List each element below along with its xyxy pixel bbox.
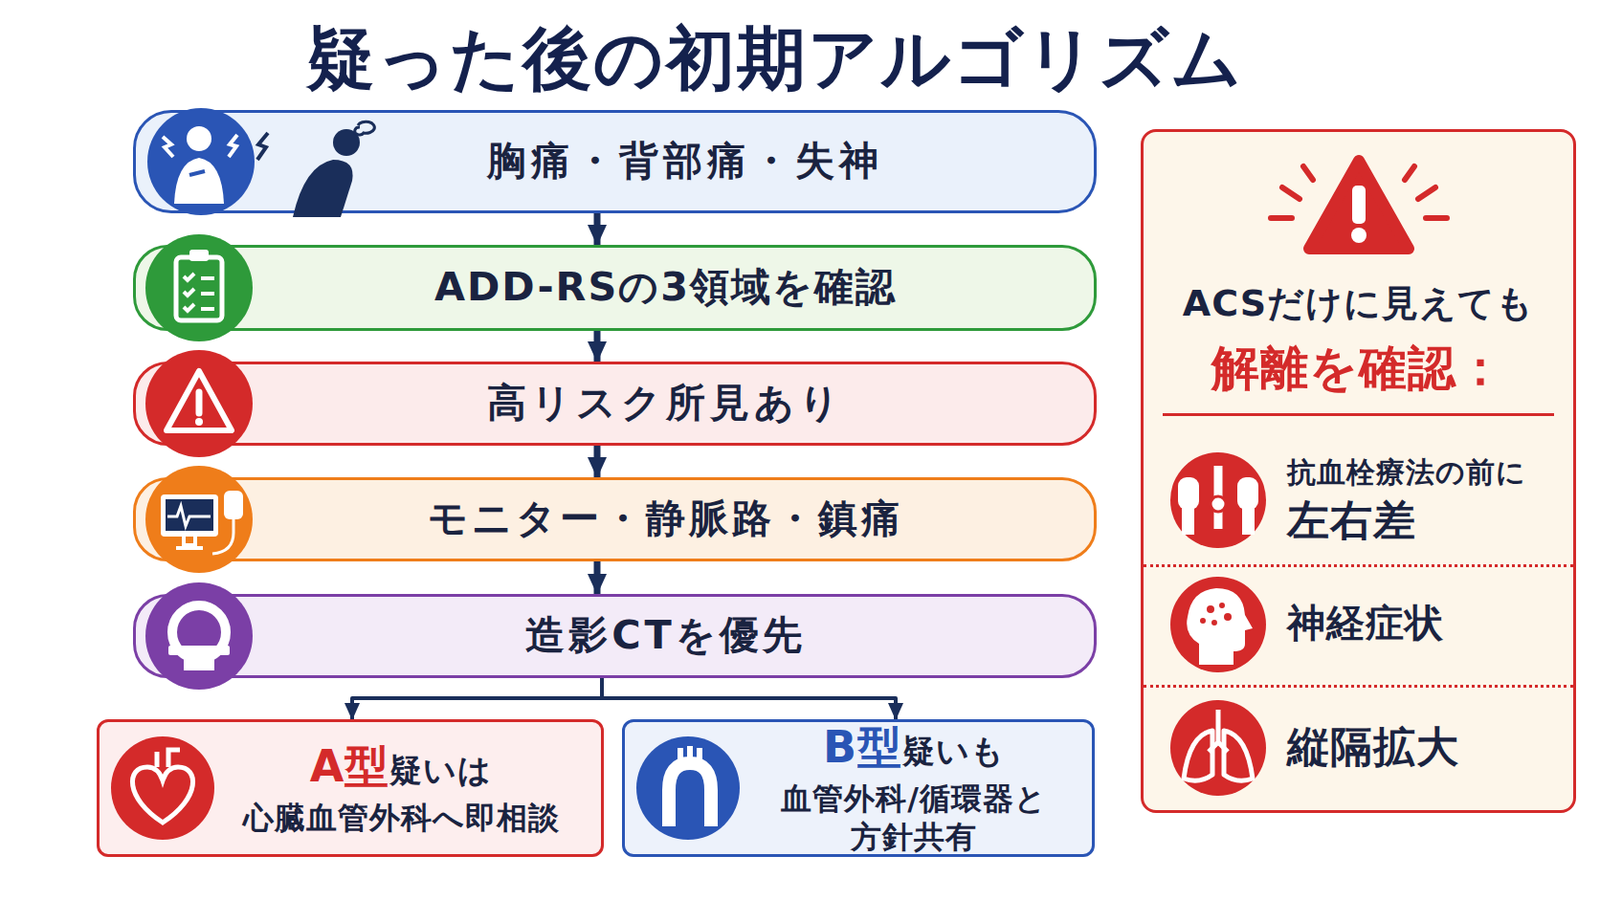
flow-arrow — [594, 445, 601, 478]
symptom-box: 胸痛・背部痛・失神 — [133, 110, 1097, 214]
check-item: 神経症状 — [1143, 564, 1574, 680]
text-row: 胸痛・背部痛・失神 — [487, 136, 884, 187]
node-label: 胸痛・背部痛・失神 — [487, 136, 884, 187]
icon — [141, 230, 257, 346]
flow-arrow — [352, 678, 602, 720]
flow-arrow — [594, 331, 601, 362]
text-row: B型疑いも — [822, 720, 1005, 777]
icon — [1160, 443, 1276, 558]
text-row: モニター・静脈路・鎮痛 — [427, 494, 905, 545]
node-label: 造影CTを優先 — [525, 611, 806, 662]
text-row: 解離を確認： — [1211, 338, 1506, 400]
text-row: 抗血栓療法の前に — [1287, 454, 1527, 491]
flow-arrow — [601, 678, 896, 720]
node-label: 血管外科/循環器と 方針共有 — [758, 779, 1069, 857]
type-b-box: B型疑いも血管外科/循環器と 方針共有 — [622, 719, 1095, 858]
node-label: 疑いも — [902, 731, 1005, 773]
icon — [105, 731, 221, 846]
icon — [141, 104, 420, 220]
text-row: 血管外科/循環器と 方針共有 — [758, 779, 1069, 857]
text-row: 造影CTを優先 — [525, 611, 806, 662]
alert-symbol — [1244, 149, 1474, 265]
text-row: 心臓血管外科へ即相談 — [243, 799, 560, 838]
node-label: モニター・静脈路・鎮痛 — [427, 494, 905, 545]
flow-arrow — [594, 561, 601, 595]
node-label: 高リスク所見あり — [487, 378, 845, 429]
text-row: A型疑いは — [310, 739, 493, 796]
flow-arrow — [594, 213, 601, 245]
node-label: 縦隔拡大 — [1287, 720, 1460, 774]
node-label: 解離を確認： — [1211, 338, 1506, 400]
icon — [1160, 690, 1276, 806]
text-row: 高リスク所見あり — [487, 378, 845, 429]
icon — [141, 462, 257, 578]
risk-box: 高リスク所見あり — [133, 361, 1097, 446]
node-label: 左右差 — [1287, 493, 1417, 547]
icon — [1160, 567, 1276, 683]
node-label: ACSだけに見えても — [1182, 281, 1534, 328]
node-label: 神経症状 — [1287, 600, 1445, 647]
action-box: モニター・静脈路・鎮痛 — [133, 477, 1097, 562]
check-box: ADD-RSの3領域を確認 — [133, 244, 1097, 332]
separator-line — [1162, 413, 1555, 417]
icon — [141, 346, 257, 462]
check-item: 縦隔拡大 — [1143, 685, 1574, 806]
imaging-box: 造影CTを優先 — [133, 594, 1097, 679]
text-row: ACSだけに見えても — [1182, 281, 1534, 328]
node-label: 疑いは — [389, 750, 492, 792]
icon — [630, 731, 746, 846]
text-row: ADD-RSの3領域を確認 — [434, 263, 897, 313]
title: 疑った後の初期アルゴリズム — [0, 13, 1551, 106]
node-label: A型 — [310, 739, 391, 796]
node-label: B型 — [822, 720, 903, 777]
text-row: 神経症状 — [1287, 600, 1445, 647]
text-row: 左右差 — [1287, 493, 1417, 547]
icon — [141, 578, 257, 694]
node-label: 抗血栓療法の前に — [1287, 454, 1527, 491]
type-a-box: A型疑いは心臓血管外科へ即相談 — [96, 719, 604, 858]
node-label: 心臓血管外科へ即相談 — [243, 799, 560, 838]
warning-panel: ACSだけに見えても解離を確認： 抗血栓療法の前に左右差神経症状縦隔拡大 — [1140, 129, 1577, 814]
node-label: ADD-RSの3領域を確認 — [434, 263, 897, 313]
check-item: 抗血栓療法の前に左右差 — [1143, 444, 1574, 557]
text-row: 縦隔拡大 — [1287, 720, 1460, 774]
